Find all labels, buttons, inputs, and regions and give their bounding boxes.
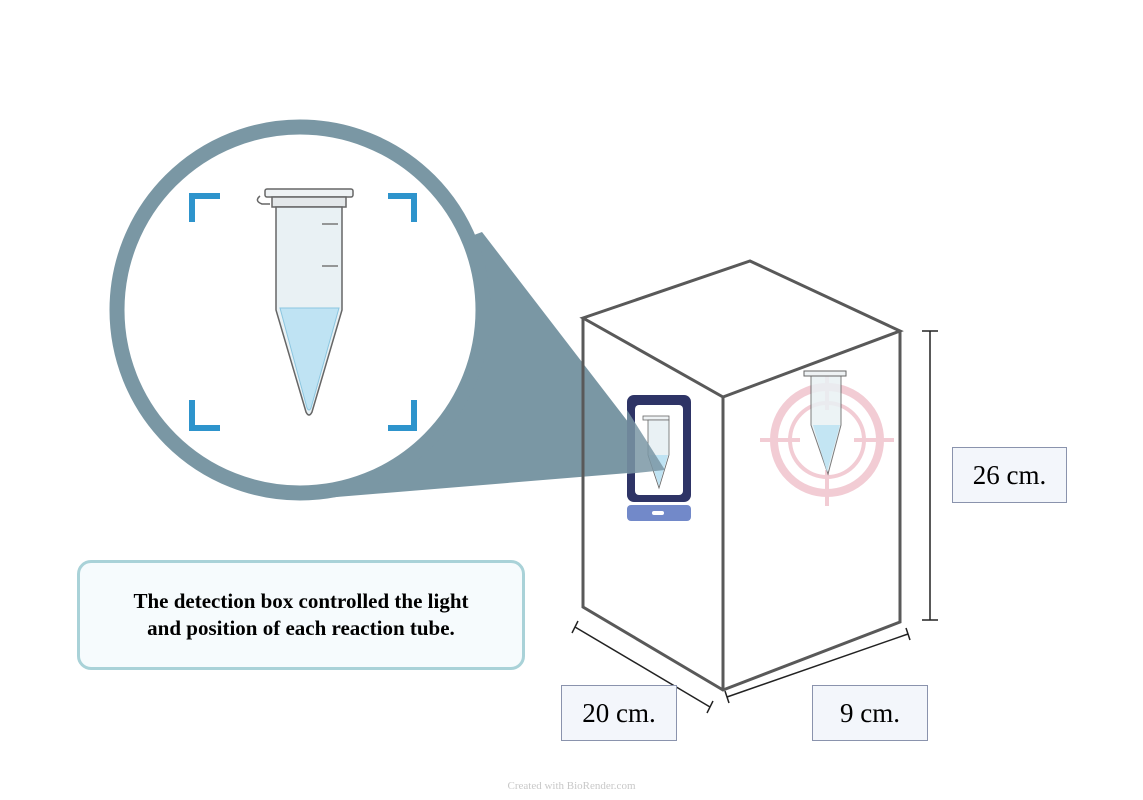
caption-line-1: The detection box controlled the light [133,589,469,613]
dimension-lines [571,330,938,714]
focus-brackets [189,193,417,431]
height-label: 26 cm. [952,447,1067,503]
caption-line-2: and position of each reaction tube. [147,616,455,640]
biorender-credit: Created with BioRender.com [507,780,636,792]
caption-box: The detection box controlled the light an… [77,560,525,670]
smartphone-icon [627,395,691,521]
small-tube-icon [803,370,847,476]
length-label: 20 cm. [561,685,677,741]
reaction-tube-icon [256,188,354,416]
width-label: 9 cm. [812,685,928,741]
detection-box [579,259,904,692]
